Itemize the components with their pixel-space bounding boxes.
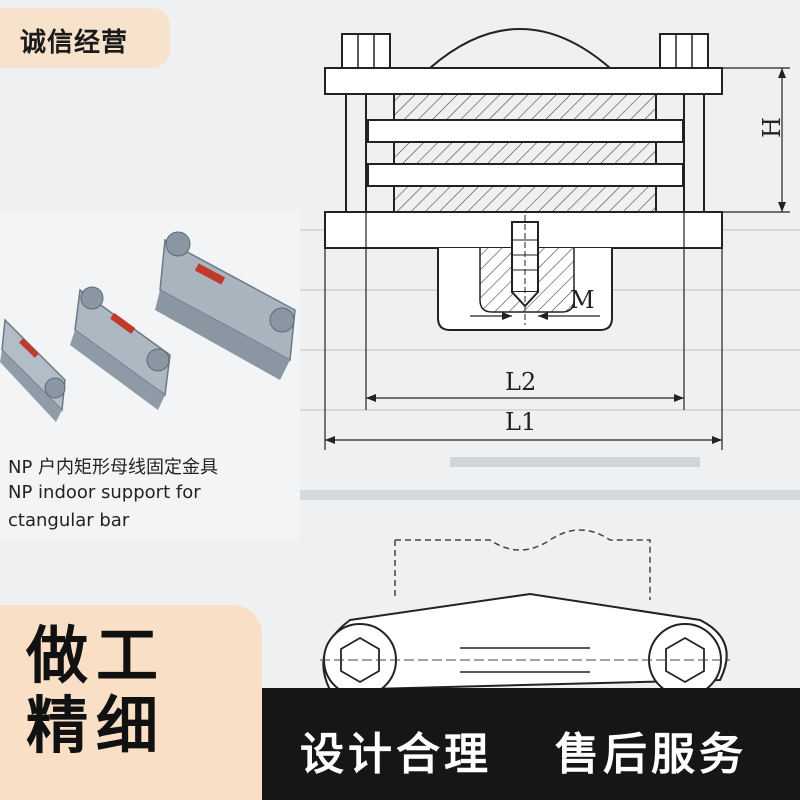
banner-slogan-service: 售后服务 bbox=[555, 729, 747, 780]
product-caption-cn: NP 户内矩形母线固定金具 bbox=[8, 457, 219, 478]
product-photo bbox=[0, 231, 296, 422]
busbar-1 bbox=[367, 119, 684, 143]
top-badge-text: 诚信经营 bbox=[20, 28, 129, 58]
right-nut bbox=[659, 33, 709, 69]
top-badge: 诚信经营 bbox=[0, 8, 170, 68]
product-caption-en-1: NP indoor support for bbox=[8, 482, 201, 503]
spacer-3 bbox=[393, 185, 657, 213]
left-nut bbox=[341, 33, 391, 69]
banner-left-line-1: 做工 bbox=[26, 619, 167, 692]
label-m: M bbox=[570, 286, 595, 314]
top-plate bbox=[324, 67, 723, 95]
label-h: H bbox=[758, 117, 786, 138]
product-photo-panel bbox=[0, 210, 300, 540]
spacer-2 bbox=[393, 141, 657, 165]
clamp-large bbox=[155, 231, 296, 380]
clamp-medium bbox=[70, 286, 171, 410]
plan-view-dashed bbox=[395, 529, 651, 600]
banner-left-panel bbox=[0, 605, 262, 800]
clamp-small bbox=[0, 318, 66, 422]
spacer-1 bbox=[393, 93, 657, 121]
banner-right-panel bbox=[262, 688, 800, 800]
banner-left-line-2: 精细 bbox=[26, 689, 167, 762]
label-l1: L1 bbox=[505, 408, 536, 436]
product-caption-en-2: ctangular bar bbox=[8, 510, 130, 531]
busbar-2 bbox=[367, 163, 684, 187]
label-l2: L2 bbox=[505, 368, 536, 396]
top-dome bbox=[429, 28, 611, 69]
banner-slogan-design: 设计合理 bbox=[300, 729, 492, 780]
